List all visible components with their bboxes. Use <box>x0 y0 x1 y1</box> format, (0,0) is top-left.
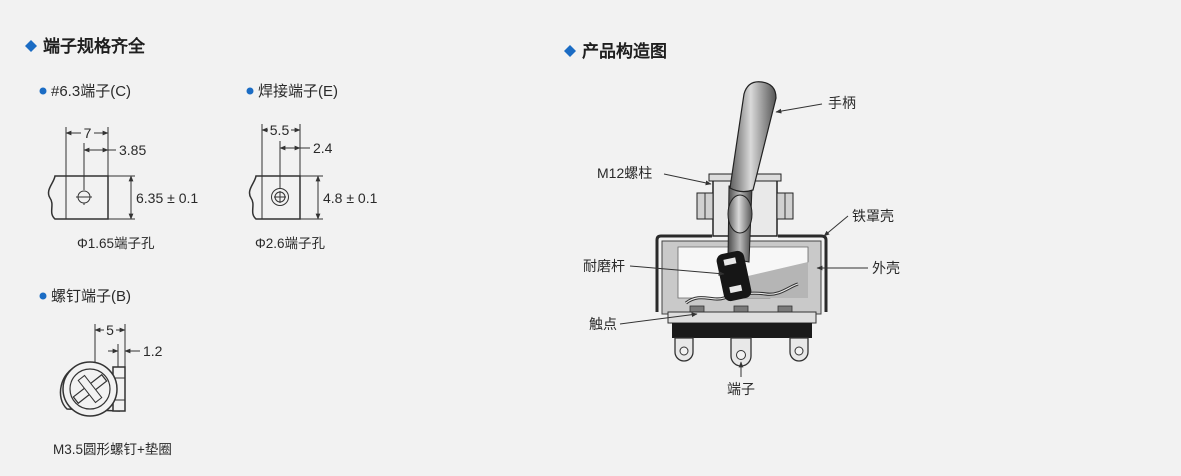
toggle-switch-drawing <box>655 81 828 367</box>
bullet-dot-icon <box>39 292 47 300</box>
wear-rod <box>716 250 752 302</box>
terminal-b-tab-dim: 1.2 <box>143 343 163 359</box>
callout-contact: 触点 <box>589 316 617 332</box>
terminal-c-height-dim: 6.35 ± 0.1 <box>136 190 198 206</box>
switch-terminal-hole <box>794 346 804 356</box>
terminal-b-label: 螺钉端子(B) <box>51 288 131 305</box>
iron-cover-shell <box>655 234 828 312</box>
leader-line <box>823 215 849 237</box>
leader-line <box>619 312 698 325</box>
callout-iron-cover: 铁罩壳 <box>852 208 894 224</box>
lever-pivot-ball <box>727 194 753 234</box>
terminal-e-hole-note: Φ2.6端子孔 <box>255 236 326 251</box>
product-structure-title: 产品构造图 <box>582 41 667 61</box>
terminal-e-tab-outline <box>248 175 301 220</box>
terminal-e-drawing: 5.5 2.4 4.8 ± 0.1 Φ2.6端子孔 <box>248 122 378 251</box>
wear-rod-mark <box>729 284 743 294</box>
handle <box>729 81 777 193</box>
terminal-e-hole-offset-dim: 2.4 <box>313 140 333 156</box>
callout-wear-rod: 耐磨杆 <box>583 258 625 274</box>
terminal-c-spec: #6.3端子(C) 7 3.85 6.35 ± 0.1 Φ1.65端子孔 <box>39 83 198 251</box>
terminal-specs-heading: 端子规格齐全 <box>25 36 146 56</box>
terminal-c-hole-note: Φ1.65端子孔 <box>77 236 155 251</box>
terminal-b-drawing: 5 1.2 M3.5圆形螺钉+垫圈 <box>53 322 172 457</box>
terminal-e-spec: 焊接端子(E) 5.5 2.4 4.8 ± 0.1 Φ2.6端子孔 <box>246 83 378 251</box>
terminal-e-hole <box>271 188 289 206</box>
terminal-c-drawing: 7 3.85 6.35 ± 0.1 Φ1.65端子孔 <box>47 125 198 251</box>
terminal-e-label: 焊接端子(E) <box>258 83 338 100</box>
diamond-icon <box>564 45 576 57</box>
wear-rod-mark <box>723 257 737 266</box>
contact-point <box>733 305 749 313</box>
switch-terminal-hole <box>736 350 746 360</box>
screw-slot-cross <box>77 374 103 404</box>
base-insulator <box>672 323 812 338</box>
callout-m12-stud: M12螺柱 <box>597 165 652 181</box>
terminal-e-width-dim: 5.5 <box>270 122 290 138</box>
terminal-b-width-dim: 5 <box>106 322 114 338</box>
callout-handle: 手柄 <box>828 95 856 111</box>
callout-terminal: 端子 <box>727 381 755 397</box>
bullet-dot-icon <box>246 87 254 95</box>
terminal-c-width-dim: 7 <box>84 125 92 141</box>
terminal-c-hole-offset-dim: 3.85 <box>119 142 146 158</box>
terminal-b-screw-note: M3.5圆形螺钉+垫圈 <box>53 442 172 457</box>
product-structure-heading: 产品构造图 <box>564 41 667 61</box>
leader-line <box>629 265 725 276</box>
callout-housing: 外壳 <box>872 260 900 276</box>
contact-point <box>689 305 705 313</box>
terminal-c-label: #6.3端子(C) <box>51 83 131 100</box>
structure-callouts: 手柄 M12螺柱 铁罩壳 耐磨杆 外壳 触点 端子 <box>583 95 900 397</box>
leader-line <box>775 103 823 114</box>
bullet-dot-icon <box>39 87 47 95</box>
switch-terminal-hole <box>679 346 689 356</box>
terminal-e-height-dim: 4.8 ± 0.1 <box>323 190 378 206</box>
terminal-b-spec: 螺钉端子(B) 5 1.2 M3.5圆形螺钉+垫圈 <box>39 288 172 457</box>
terminal-specs-title: 端子规格齐全 <box>43 36 146 56</box>
terminal-c-tab-outline <box>47 175 109 220</box>
base-plate <box>667 311 817 324</box>
contact-point <box>777 305 793 313</box>
leader-line <box>663 173 712 186</box>
diamond-icon <box>25 40 37 52</box>
screw-slot <box>72 373 108 405</box>
